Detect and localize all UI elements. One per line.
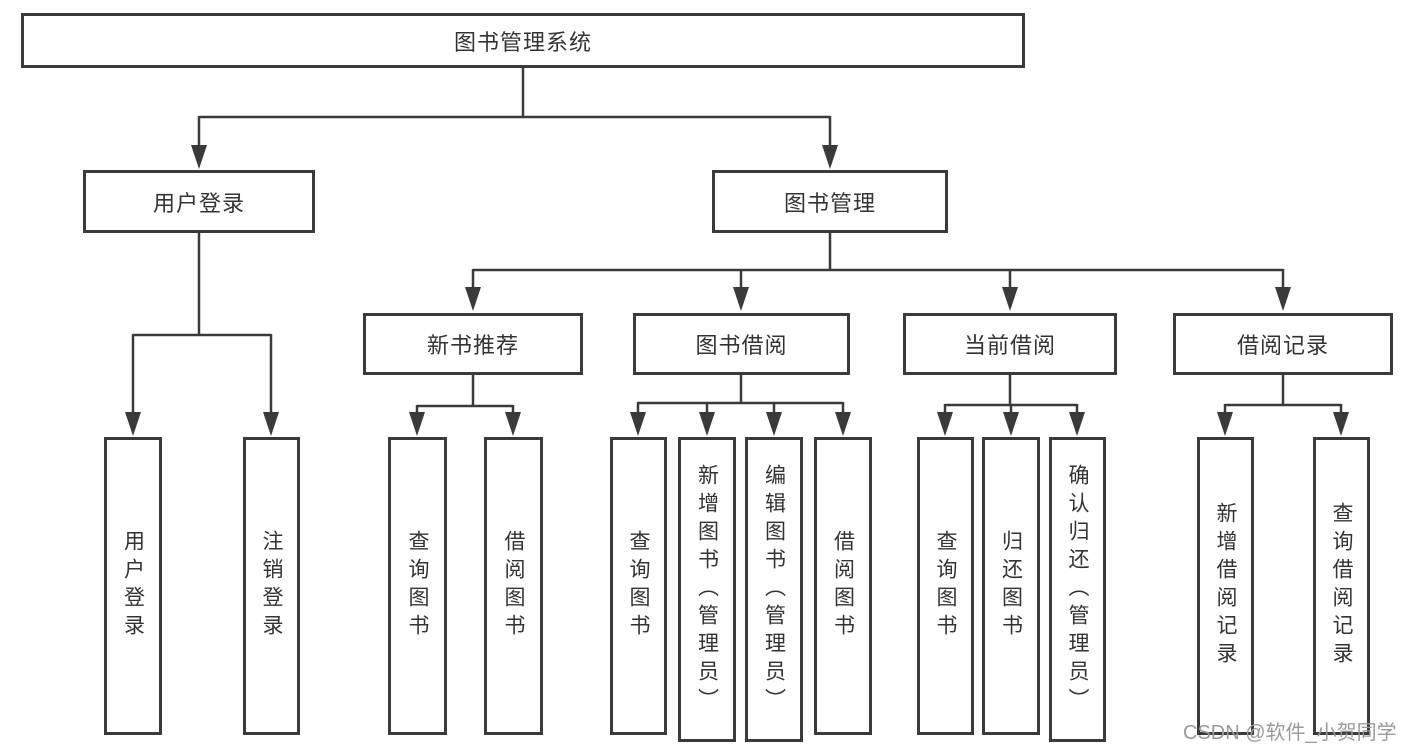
node-new-book-recommendation: 新书推荐 bbox=[363, 313, 583, 375]
leaf-add-books-admin: 新增图书（管理员） bbox=[678, 437, 736, 742]
leaf-borrow-books: 借阅图书 bbox=[814, 437, 872, 735]
leaf-logout: 注销登录 bbox=[243, 437, 300, 735]
csdn-watermark: CSDN @软件_小贺同学 bbox=[1183, 722, 1397, 744]
leaf-user-login: 用户登录 bbox=[104, 437, 162, 735]
leaf-query-books-recommend: 查询图书 bbox=[388, 437, 447, 735]
node-borrowing-records: 借阅记录 bbox=[1173, 313, 1393, 375]
node-book-management: 图书管理 bbox=[712, 170, 948, 233]
leaf-edit-books-admin: 编辑图书（管理员） bbox=[745, 437, 803, 742]
node-library-management-system: 图书管理系统 bbox=[21, 13, 1025, 68]
leaf-add-borrow-record: 新增借阅记录 bbox=[1197, 437, 1254, 735]
leaf-query-books-borrowing: 查询图书 bbox=[610, 437, 667, 735]
leaf-query-borrow-record: 查询借阅记录 bbox=[1313, 437, 1370, 735]
leaf-borrow-books-recommend: 借阅图书 bbox=[484, 437, 543, 735]
leaf-return-books: 归还图书 bbox=[982, 437, 1040, 735]
leaf-query-books-current: 查询图书 bbox=[917, 437, 974, 735]
node-current-borrowing: 当前借阅 bbox=[903, 313, 1117, 375]
leaf-confirm-return-admin: 确认归还（管理员） bbox=[1049, 437, 1106, 742]
node-user-login: 用户登录 bbox=[83, 170, 315, 233]
node-book-borrowing: 图书借阅 bbox=[633, 313, 850, 375]
